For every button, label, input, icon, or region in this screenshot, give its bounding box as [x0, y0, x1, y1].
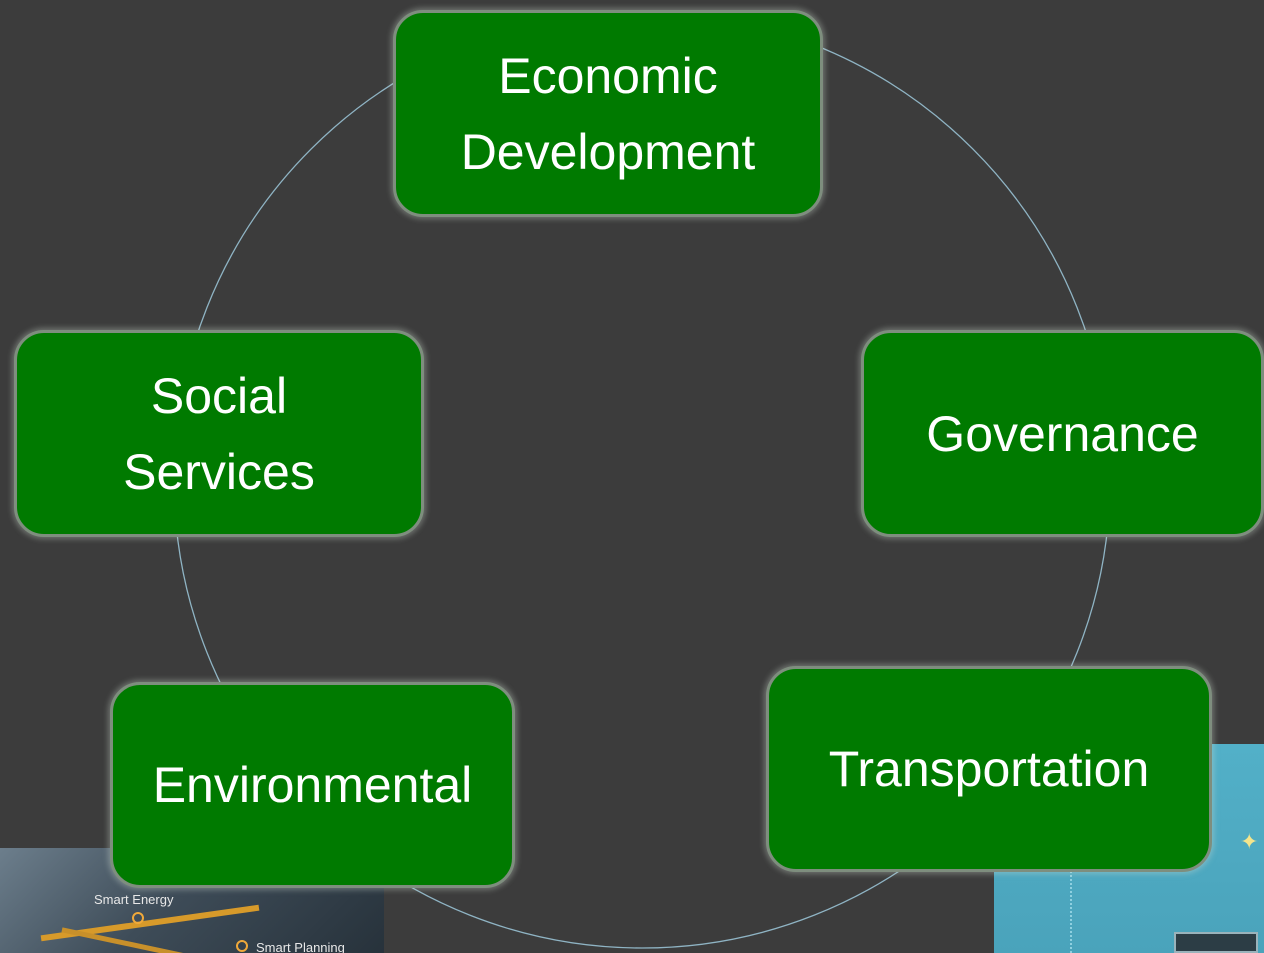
node-transportation: Transportation [766, 666, 1212, 872]
photo-label-smart-planning: Smart Planning [256, 940, 345, 953]
node-social-services: Social Services [14, 330, 424, 537]
photo-label-smart-energy: Smart Energy [94, 892, 174, 907]
node-governance: Governance [861, 330, 1264, 537]
node-environmental: Environmental [110, 682, 515, 888]
node-economic-development: Economic Development [393, 10, 823, 217]
